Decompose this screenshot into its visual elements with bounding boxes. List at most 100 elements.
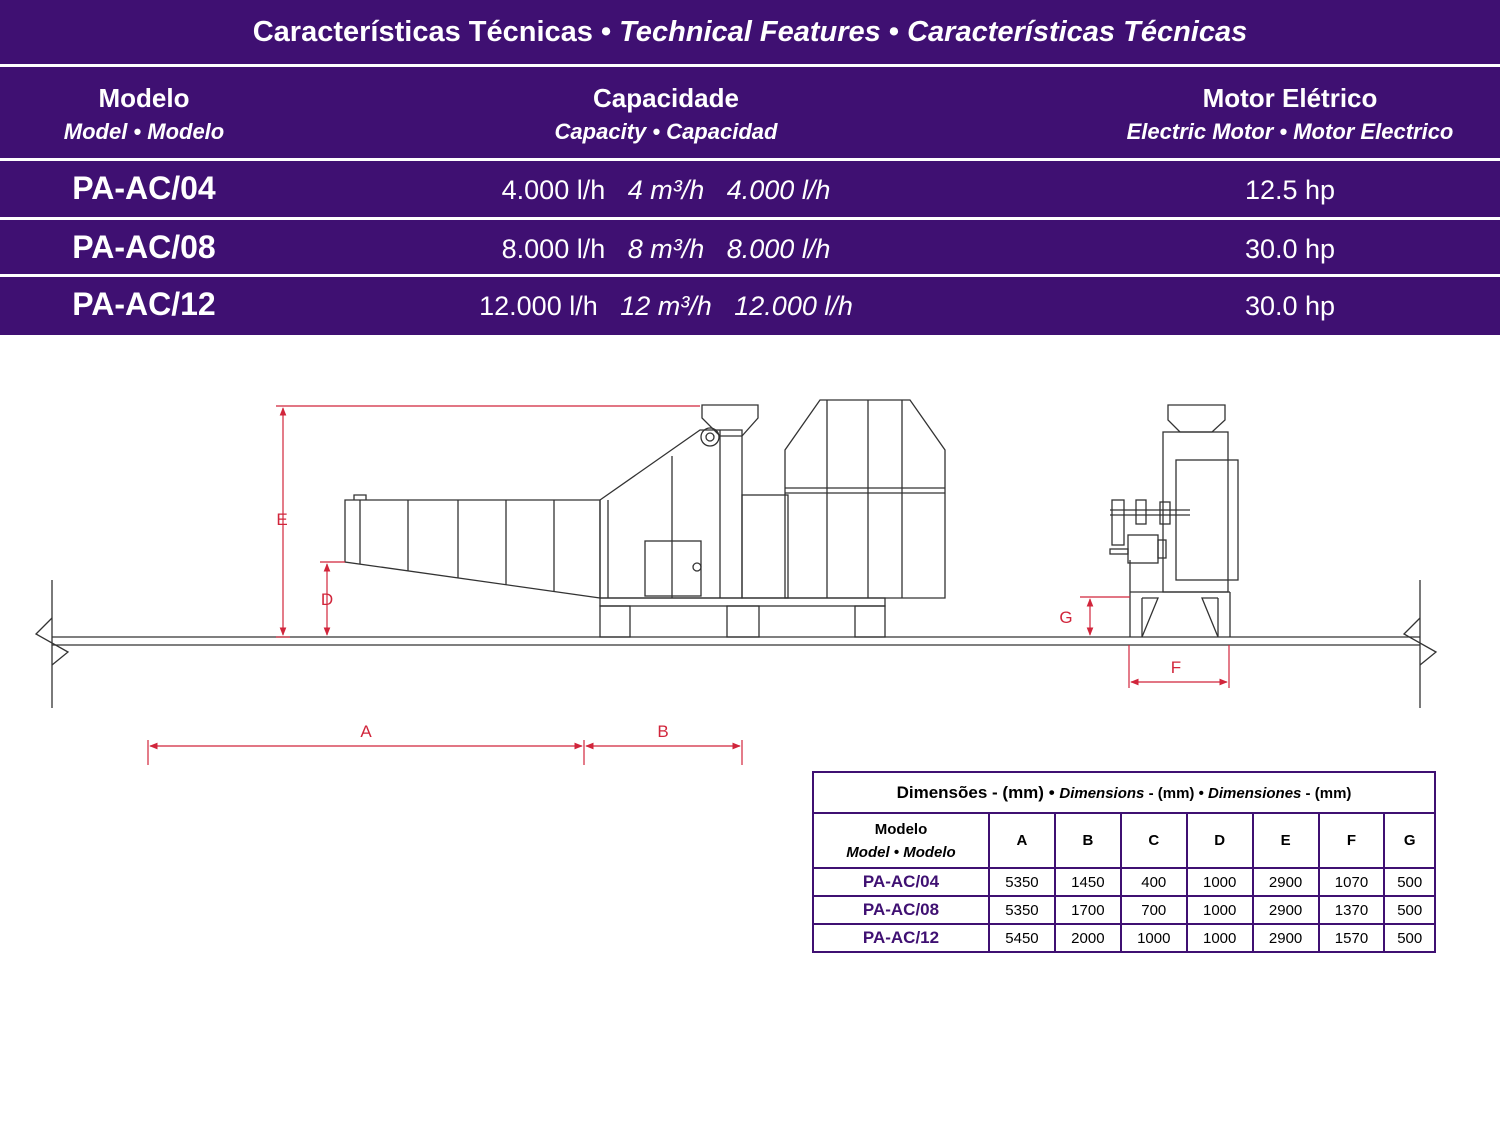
caption-unit: (mm) [1314,784,1352,802]
row-model: PA-AC/04 [812,867,990,897]
dimensions-table: Dimensões - (mm) • Dimensions - (mm) • D… [812,771,1436,953]
caption-unit: (mm) [1002,782,1044,802]
col-header-f: F [1317,812,1386,869]
capacity-header-main: Capacidade [593,83,739,113]
dim-label-g: G [1059,608,1072,627]
cell-f: 1070 [1317,867,1386,897]
header-row: Modelo Model • Modelo Capacidade Capacit… [0,67,1500,158]
model-header: Modelo Model • Modelo [0,81,288,149]
motor-header-main: Motor Elétrico [1202,83,1378,113]
dim-label-f: F [1171,658,1181,677]
dimensions-caption: Dimensões - (mm) • Dimensions - (mm) • D… [812,771,1436,814]
caption-unit: (mm) [1157,784,1195,802]
model-header-sub: Model • Modelo [63,119,225,144]
cell-b: 1700 [1053,895,1122,925]
cell-d: 1000 [1185,895,1254,925]
cell-b: 2000 [1053,923,1122,953]
row-capacity: 4.000 l/h 4 m³/h 4.000 l/h [420,161,912,219]
col-header-g: G [1383,812,1436,869]
row-model: PA-AC/12 [72,286,216,322]
col-header-d: D [1185,812,1254,869]
capacity-header: Capacidade Capacity • Capacidad [420,81,912,149]
dimension-lines [147,405,1230,765]
title-pt: Características Técnicas [252,15,593,48]
cell-b: 1450 [1053,867,1122,897]
row-capacity: 8.000 l/h 8 m³/h 8.000 l/h [420,220,912,278]
dim-label-a: A [360,722,372,741]
row-model: PA-AC/08 [72,229,216,265]
cell-c: 700 [1119,895,1188,925]
cell-e: 2900 [1251,923,1320,953]
row-motor: 30.0 hp [1244,234,1336,264]
cell-d: 1000 [1185,923,1254,953]
caption-bullet: • [1043,782,1060,802]
cell-g: 500 [1383,867,1436,897]
motor-header: Motor Elétrico Electric Motor • Motor El… [1080,81,1500,149]
title-bullet-2: • [880,15,908,48]
caption-es: Dimensiones [1208,784,1302,802]
capacity-header-sub: Capacity • Capacidad [554,119,778,144]
capacity-lh: 4.000 l/h [501,175,628,205]
caption-dash: - [1301,784,1315,802]
title-bullet: • [592,15,620,48]
divider [0,217,1500,220]
caption-bullet: • [1194,784,1209,802]
capacity-m3: 4 m³/h 4.000 l/h [627,175,831,205]
cell-e: 2900 [1251,895,1320,925]
model-header-main: Modelo [874,820,928,838]
floor-line [34,580,1438,708]
divider [0,274,1500,277]
divider [0,64,1500,67]
capacity-m3: 8 m³/h 8.000 l/h [627,234,831,264]
row-model: PA-AC/08 [812,895,990,925]
table-row: PA-AC/12 12.000 l/h 12 m³/h 12.000 l/h 3… [0,277,1500,331]
table-row: PA-AC/08 8.000 l/h 8 m³/h 8.000 l/h 30.0… [0,220,1500,274]
table-row: PA-AC/04 4.000 l/h 4 m³/h 4.000 l/h 12.5… [0,161,1500,215]
table-row: PA-AC/04 5350 1450 400 1000 2900 1070 50… [812,867,1436,897]
cell-f: 1570 [1317,923,1386,953]
caption-pt: Dimensões - [896,782,1003,802]
dim-label-b: B [657,722,668,741]
cell-a: 5450 [988,923,1056,953]
dim-label-e: E [276,510,287,529]
row-capacity: 12.000 l/h 12 m³/h 12.000 l/h [420,277,912,335]
cell-g: 500 [1383,895,1436,925]
capacity-lh: 12.000 l/h [479,291,621,321]
col-header-e: E [1251,812,1320,869]
front-elevation-view [1109,404,1239,638]
dimensions-model-header: Modelo Model • Modelo [812,812,990,869]
row-model: PA-AC/12 [812,923,990,953]
dimension-labels: E D G F A B C [276,510,1181,741]
cell-a: 5350 [988,867,1056,897]
col-header-b: B [1053,812,1122,869]
dim-label-d: D [321,590,333,609]
dimensions-caption-row: Dimensões - (mm) • Dimensions - (mm) • D… [812,771,1436,814]
caption-en: Dimensions [1059,784,1145,802]
technical-drawing: E D G F A B C [34,399,1438,765]
cell-e: 2900 [1251,867,1320,897]
title-en: Technical Features [619,15,881,48]
dimensions-header-row: Modelo Model • Modelo A B C D E F G [812,812,1436,869]
table-title: Características Técnicas • Technical Fea… [0,0,1500,64]
capacity-lh: 8.000 l/h [501,234,628,264]
caption-dash: - [1144,784,1158,802]
table-row: PA-AC/12 5450 2000 1000 1000 2900 1570 5… [812,923,1436,953]
cell-a: 5350 [988,895,1056,925]
side-elevation-view [344,399,946,638]
row-motor: 30.0 hp [1244,291,1336,321]
cell-c: 1000 [1119,923,1188,953]
col-header-a: A [988,812,1056,869]
cell-c: 400 [1119,867,1188,897]
cell-f: 1370 [1317,895,1386,925]
col-header-c: C [1119,812,1188,869]
cell-d: 1000 [1185,867,1254,897]
motor-header-sub: Electric Motor • Motor Electrico [1126,119,1454,144]
capacity-m3: 12 m³/h 12.000 l/h [620,291,853,321]
row-model: PA-AC/04 [72,170,216,206]
divider [0,158,1500,161]
table-row: PA-AC/08 5350 1700 700 1000 2900 1370 50… [812,895,1436,925]
technical-features-table: Características Técnicas • Technical Fea… [0,0,1500,335]
cell-g: 500 [1383,923,1436,953]
title-es: Características Técnicas [907,15,1248,48]
row-motor: 12.5 hp [1244,175,1336,205]
